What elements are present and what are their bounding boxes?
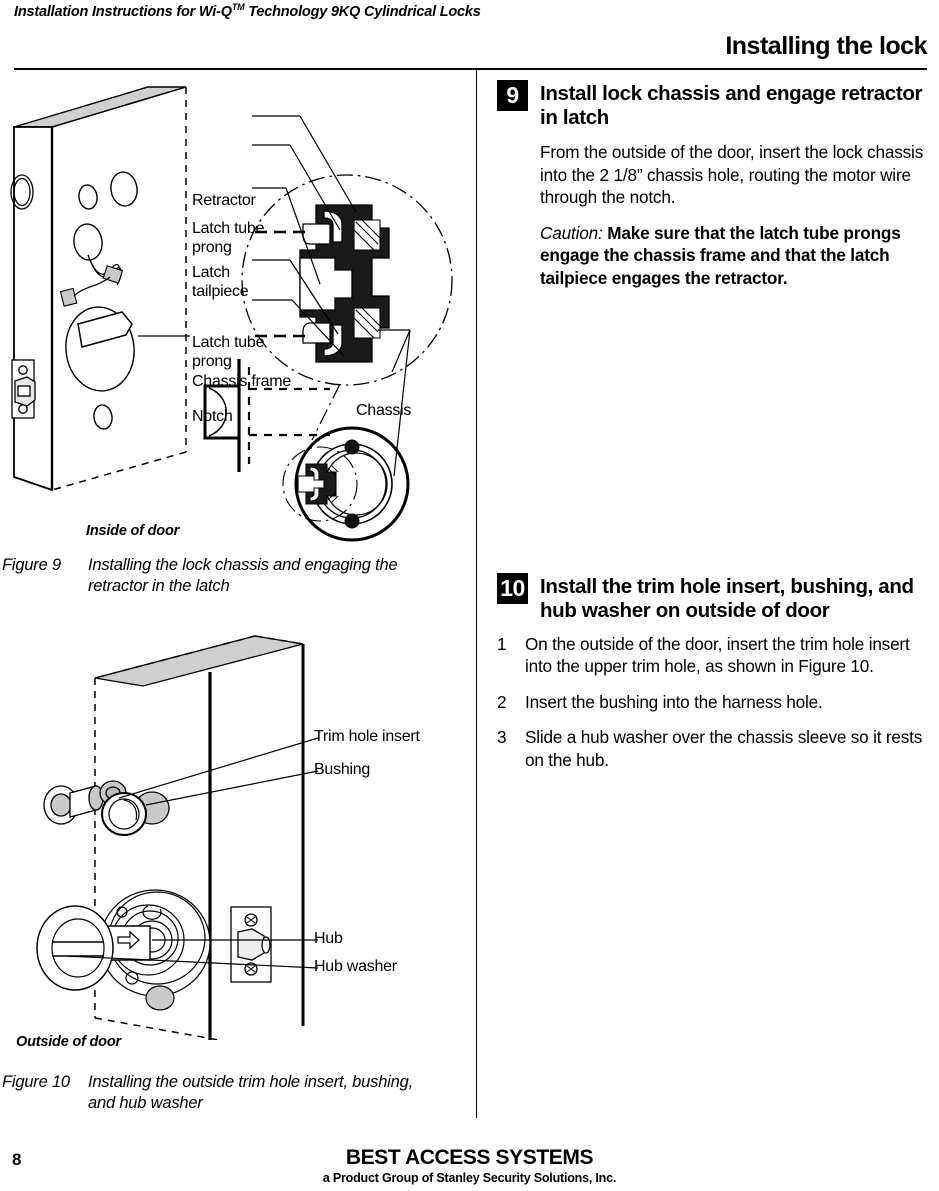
figure-9-side-note: Inside of door (86, 523, 180, 539)
callout-chassis: Chassis (356, 402, 412, 419)
step-10-list: 1 On the outside of the door, insert the… (497, 633, 927, 772)
running-header-prefix: Installation Instructions for Wi-Q (14, 3, 232, 20)
callout-latch-tailpiece: Latch tailpiece (192, 264, 249, 300)
callout-trim-hole-insert: Trim hole insert (314, 728, 420, 745)
step-9-caution: Caution: Make sure that the latch tube p… (540, 222, 927, 290)
list-item-text: Slide a hub washer over the chassis slee… (525, 727, 923, 770)
step-10-title: Install the trim hole insert, bushing, a… (540, 574, 914, 622)
callout-notch: Notch (192, 408, 233, 425)
step-9-body: From the outside of the door, insert the… (540, 141, 927, 290)
column-divider (476, 68, 478, 1118)
list-item-number: 3 (497, 727, 507, 748)
figure-9-caption-text: Installing the lock chassis and engaging… (88, 556, 398, 595)
step-10-header: 10 Install the trim hole insert, bushing… (497, 572, 927, 623)
footer-brand: BEST ACCESS SYSTEMS (345, 1146, 594, 1169)
step-9-header: 9 Install lock chassis and engage retrac… (497, 80, 927, 130)
instructions-column: 9 Install lock chassis and engage retrac… (497, 80, 927, 785)
footer-subtitle: a Product Group of Stanley Security Solu… (322, 1171, 617, 1185)
running-header-suffix: Technology 9KQ Cylindrical Locks (244, 3, 481, 20)
figure-10-side-note: Outside of door (16, 1034, 121, 1050)
step-10: 10 Install the trim hole insert, bushing… (497, 572, 927, 772)
figure-9-illustration (10, 86, 453, 542)
step-9: 9 Install lock chassis and engage retrac… (497, 80, 927, 290)
list-item-text: Insert the bushing into the harness hole… (525, 691, 823, 712)
step-10-number-badge: 10 (497, 572, 528, 604)
callout-retractor: Retractor (192, 192, 256, 209)
list-item-number: 1 (497, 633, 507, 654)
figure-9-caption: Figure 9 Installing the lock chassis and… (2, 555, 434, 597)
figure-10-caption: Figure 10 Installing the outside trim ho… (2, 1072, 442, 1114)
figure-10-illustration (36, 635, 319, 1040)
callout-hub-washer: Hub washer (314, 958, 397, 975)
step-9-title: Install lock chassis and engage retracto… (540, 82, 923, 129)
callout-latch-tube-prong-bottom: Latch tube prong (192, 334, 265, 370)
figure-10-label: Figure 10 (2, 1073, 70, 1091)
running-header: Installation Instructions for Wi-QTM Tec… (14, 2, 481, 20)
list-item-text: On the outside of the door, insert the t… (525, 633, 910, 677)
step-9-number-badge: 9 (497, 80, 528, 111)
header-rule (14, 68, 927, 70)
page-number: 8 (12, 1150, 22, 1169)
list-item: 1 On the outside of the door, insert the… (497, 633, 927, 678)
caution-text: Make sure that the latch tube prongs eng… (540, 222, 901, 288)
list-item: 3 Slide a hub washer over the chassis sl… (497, 726, 927, 771)
list-item-number: 2 (497, 691, 507, 712)
callout-chassis-frame: Chassis frame (192, 373, 291, 390)
callout-latch-tube-prong-top: Latch tube prong (192, 220, 265, 256)
callout-bushing: Bushing (314, 761, 371, 778)
figure-10-caption-text: Installing the outside trim hole insert,… (88, 1073, 413, 1112)
figures-column: Retractor Latch tube prong Latch tailpie… (0, 72, 470, 1117)
caution-label: Caution: (540, 222, 603, 243)
step-9-paragraph-1: From the outside of the door, insert the… (540, 142, 924, 208)
list-item: 2 Insert the bushing into the harness ho… (497, 691, 927, 714)
page-title: Installing the lock (725, 32, 927, 60)
trademark-symbol: TM (231, 2, 245, 12)
callout-hub: Hub (314, 930, 343, 947)
figure-9-label: Figure 9 (2, 556, 61, 574)
